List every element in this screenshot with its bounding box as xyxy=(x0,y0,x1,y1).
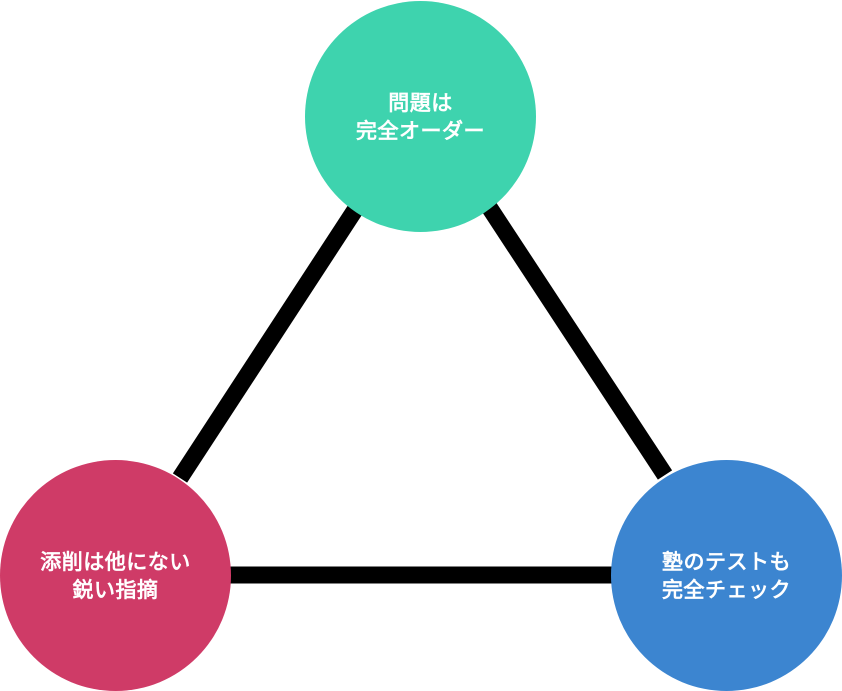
node-right-line-1: 塾のテストも xyxy=(662,549,791,574)
node-left-line-2: 鋭い指摘 xyxy=(72,577,159,602)
node-sharp-corrections: 添削は他にない 鋭い指摘 xyxy=(0,460,231,691)
edge-top-left xyxy=(172,205,363,483)
node-problem-custom-order: 問題は 完全オーダー xyxy=(305,1,536,232)
node-right-line-2: 完全チェック xyxy=(662,577,791,602)
edge-top-right xyxy=(481,202,673,480)
node-left-line-1: 添削は他にない xyxy=(40,549,191,574)
node-top-line-1: 問題は xyxy=(388,90,453,115)
node-top-line-2: 完全オーダー xyxy=(356,118,485,143)
node-test-check: 塾のテストも 完全チェック xyxy=(611,460,842,691)
